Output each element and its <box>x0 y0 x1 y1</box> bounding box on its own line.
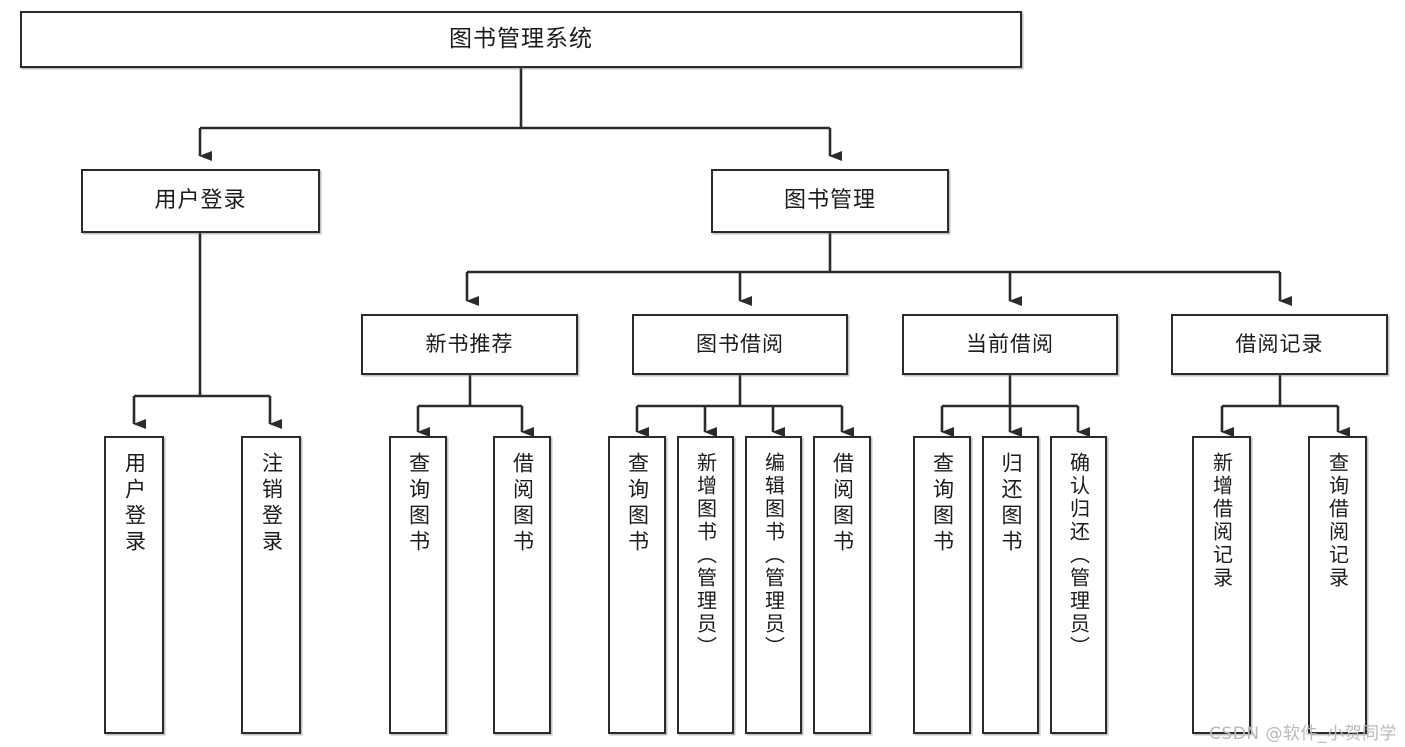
node-label: 确认归还（管理员） <box>1066 452 1091 659</box>
node-label: 查询借阅记录 <box>1325 452 1350 590</box>
node-book-borrow[interactable]: 图书借阅 <box>632 314 848 375</box>
leaf-add-book[interactable]: 新增图书（管理员） <box>677 436 734 734</box>
node-label: 图书借阅 <box>696 332 784 357</box>
node-label: 编辑图书（管理员） <box>761 452 786 659</box>
leaf-confirm-return[interactable]: 确认归还（管理员） <box>1050 436 1107 734</box>
node-label: 注销登录 <box>259 452 284 556</box>
node-label: 用户登录 <box>154 188 247 214</box>
leaf-user-login[interactable]: 用户登录 <box>104 436 164 734</box>
node-user-login[interactable]: 用户登录 <box>81 169 320 233</box>
leaf-borrow-book-2[interactable]: 借阅图书 <box>813 436 871 734</box>
node-label: 查询图书 <box>625 452 650 556</box>
leaf-edit-book[interactable]: 编辑图书（管理员） <box>745 436 802 734</box>
leaf-add-borrow-record[interactable]: 新增借阅记录 <box>1192 436 1251 734</box>
node-root[interactable]: 图书管理系统 <box>20 11 1022 68</box>
node-label: 借阅记录 <box>1235 332 1324 357</box>
leaf-return-book[interactable]: 归还图书 <box>982 436 1039 734</box>
node-book-manage[interactable]: 图书管理 <box>711 169 949 233</box>
node-label: 新增图书（管理员） <box>693 452 718 659</box>
leaf-logout-login[interactable]: 注销登录 <box>241 436 301 734</box>
leaf-borrow-book-1[interactable]: 借阅图书 <box>493 436 551 734</box>
leaf-query-book-2[interactable]: 查询图书 <box>608 436 666 734</box>
node-label: 查询图书 <box>406 452 431 556</box>
node-label: 查询图书 <box>930 452 955 556</box>
node-label: 图书管理系统 <box>449 26 593 53</box>
leaf-query-book-1[interactable]: 查询图书 <box>389 436 447 734</box>
node-label: 新增借阅记录 <box>1209 452 1234 590</box>
node-label: 借阅图书 <box>510 452 535 556</box>
node-current-borrow[interactable]: 当前借阅 <box>902 314 1118 375</box>
leaf-query-borrow-record[interactable]: 查询借阅记录 <box>1308 436 1367 734</box>
node-label: 用户登录 <box>122 452 147 556</box>
node-new-book-recommend[interactable]: 新书推荐 <box>361 314 578 375</box>
leaf-query-book-3[interactable]: 查询图书 <box>913 436 971 734</box>
node-label: 当前借阅 <box>966 332 1054 357</box>
node-label: 新书推荐 <box>425 332 514 357</box>
node-label: 借阅图书 <box>830 452 855 556</box>
node-label: 归还图书 <box>999 452 1023 556</box>
node-label: 图书管理 <box>783 188 876 214</box>
node-borrow-record[interactable]: 借阅记录 <box>1171 314 1388 375</box>
